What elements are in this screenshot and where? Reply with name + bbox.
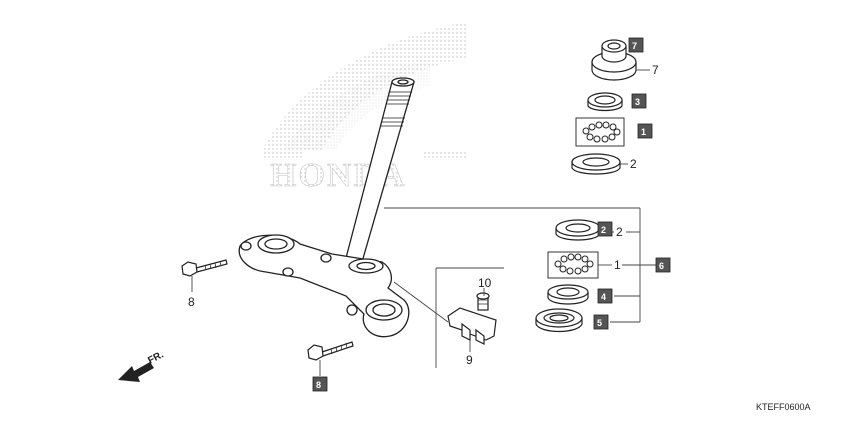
svg-text:2: 2 xyxy=(601,225,606,235)
seal-5 xyxy=(535,308,583,333)
tag-5: 5 xyxy=(593,314,609,330)
lower-fork-bridge xyxy=(238,234,410,338)
bolt-10 xyxy=(476,292,490,311)
svg-text:4: 4 xyxy=(601,292,606,302)
tag-6: 6 xyxy=(655,257,671,273)
svg-text:7: 7 xyxy=(632,41,637,51)
tag-4: 4 xyxy=(597,288,613,304)
callout-1: 1 xyxy=(614,258,621,272)
callout-2-mid: 2 xyxy=(616,225,623,239)
tag-8: 8 xyxy=(312,376,328,392)
race-2-mid xyxy=(555,219,601,241)
race-2-top xyxy=(571,153,621,175)
dust-seal-4 xyxy=(547,284,589,305)
svg-text:5: 5 xyxy=(597,318,602,328)
tag-3: 3 xyxy=(631,93,647,109)
callout-9: 9 xyxy=(466,353,473,367)
callout-8-left: 8 xyxy=(188,295,195,309)
bolt-left xyxy=(181,259,228,277)
front-direction-arrow: FR. xyxy=(118,349,166,382)
dust-seal-3 xyxy=(587,92,623,112)
tag-7: 7 xyxy=(628,37,644,53)
svg-text:8: 8 xyxy=(316,380,321,390)
fr-label: FR. xyxy=(146,349,166,366)
steel-balls-top xyxy=(575,117,625,147)
cable-clamp xyxy=(447,307,497,345)
svg-text:6: 6 xyxy=(659,261,664,271)
leader-lines xyxy=(191,69,656,376)
diagram-code: KTEFF0600A xyxy=(756,402,811,412)
tag-1: 1 xyxy=(637,123,653,139)
tag-2: 2 xyxy=(597,221,613,237)
adjusting-nut-7 xyxy=(591,39,637,81)
bolt-lower xyxy=(307,341,354,361)
callout-2-top: 2 xyxy=(630,157,637,171)
honda-wing-logo xyxy=(262,22,466,160)
callout-10: 10 xyxy=(478,276,492,290)
steel-balls-mid xyxy=(547,251,599,279)
steering-stem xyxy=(345,77,415,263)
svg-text:1: 1 xyxy=(641,127,646,137)
svg-text:3: 3 xyxy=(635,97,640,107)
callout-7: 7 xyxy=(652,63,659,77)
